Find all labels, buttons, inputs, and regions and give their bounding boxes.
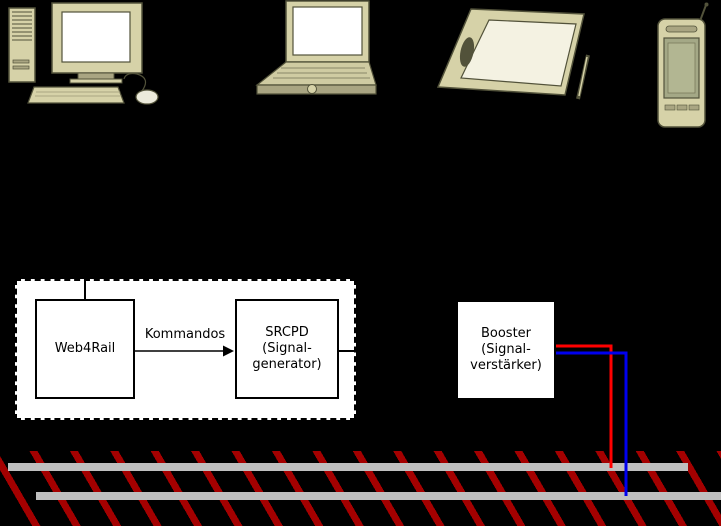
software-group-box: Web4Rail Kommandos SRCPD (Signal- genera… xyxy=(15,279,356,420)
srcpd-line1: SRCPD xyxy=(265,325,309,340)
mouse xyxy=(123,72,159,105)
kommandos-label: Kommandos xyxy=(144,327,226,342)
rail-bottom xyxy=(36,492,721,500)
kommandos-arrow xyxy=(135,345,234,357)
web4rail-label: Web4Rail xyxy=(54,341,116,356)
devices-connector-line xyxy=(84,281,86,299)
laptop-icon xyxy=(255,0,377,95)
booster-line2: (Signal- xyxy=(481,342,531,357)
phone-earpiece xyxy=(665,25,698,33)
computer-tower xyxy=(8,7,36,83)
srcpd-line3: generator) xyxy=(252,357,322,372)
rail-top xyxy=(8,463,688,471)
red-wire xyxy=(556,344,613,468)
srcpd-box: SRCPD (Signal- generator) xyxy=(235,299,339,399)
arrowhead xyxy=(223,345,234,357)
laptop-screen xyxy=(292,6,363,56)
booster-line3: verstärker) xyxy=(470,358,542,373)
booster-line1: Booster xyxy=(480,326,532,341)
keyboard xyxy=(27,86,125,104)
desktop-computer-icon xyxy=(8,2,159,105)
laptop-base xyxy=(255,61,377,95)
panel-grip xyxy=(459,37,475,67)
web4rail-box: Web4Rail xyxy=(35,299,135,399)
phone-buttons xyxy=(664,104,700,111)
laptop-lid xyxy=(285,0,370,63)
mobile-phone-icon xyxy=(657,2,709,128)
booster-box: Booster (Signal- verstärker) xyxy=(456,300,556,400)
srcpd-line2: (Signal- xyxy=(262,341,312,356)
monitor-screen xyxy=(61,11,131,63)
touchpad-button xyxy=(307,84,317,94)
monitor xyxy=(51,2,143,84)
phone-antenna xyxy=(699,2,709,22)
touch-panel-icon xyxy=(437,8,590,100)
booster-connector-line xyxy=(339,350,354,352)
stylus xyxy=(576,54,590,100)
